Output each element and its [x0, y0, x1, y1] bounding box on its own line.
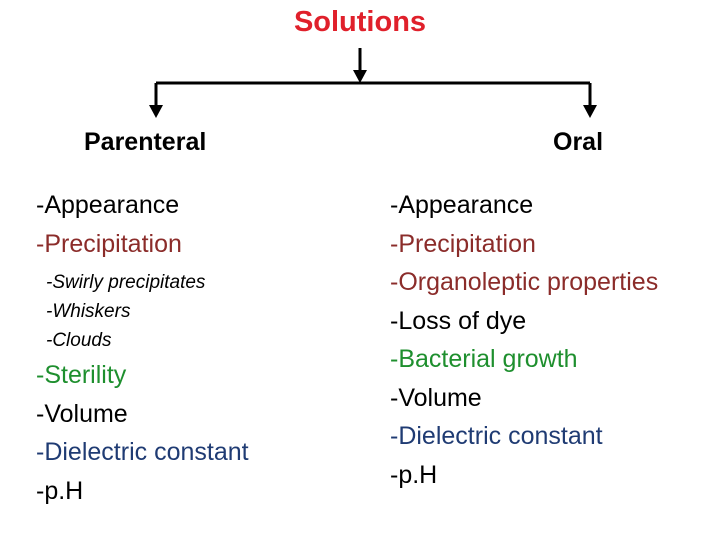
list-item: -Precipitation — [390, 229, 536, 258]
parenteral-list-top: -Appearance -Precipitation — [36, 186, 182, 263]
list-item: -Volume — [36, 399, 128, 428]
list-item: -p.H — [390, 460, 438, 489]
list-item: -Dielectric constant — [36, 438, 249, 466]
list-item: -Precipitation — [36, 229, 182, 258]
parenteral-sublist: -Swirly precipitates -Whiskers -Clouds — [46, 268, 205, 355]
list-item: -Volume — [390, 383, 482, 412]
arrow-down-icon — [149, 105, 163, 118]
list-item: -Dielectric constant — [390, 422, 603, 450]
sub-list-item: -Whiskers — [46, 301, 131, 322]
sub-list-item: -Swirly precipitates — [46, 272, 206, 293]
oral-list: -Appearance -Precipitation -Organoleptic… — [390, 186, 658, 494]
sub-list-item: -Clouds — [46, 330, 112, 351]
branch-title-parenteral: Parenteral — [84, 128, 207, 156]
diagram-title: Solutions — [293, 6, 427, 38]
list-item: -Bacterial growth — [390, 345, 578, 373]
list-item: -Appearance — [36, 191, 180, 219]
list-item: -Loss of dye — [390, 306, 527, 335]
arrow-down-icon — [353, 70, 367, 83]
branch-title-oral: Oral — [553, 128, 604, 156]
list-item: -Sterility — [36, 361, 127, 389]
arrow-down-icon — [583, 105, 597, 118]
list-item: -p.H — [36, 476, 84, 505]
parenteral-list-bottom: -Sterility -Volume -Dielectric constant … — [36, 356, 249, 510]
list-item: -Appearance — [390, 191, 534, 219]
list-item: -Organoleptic properties — [390, 268, 659, 296]
